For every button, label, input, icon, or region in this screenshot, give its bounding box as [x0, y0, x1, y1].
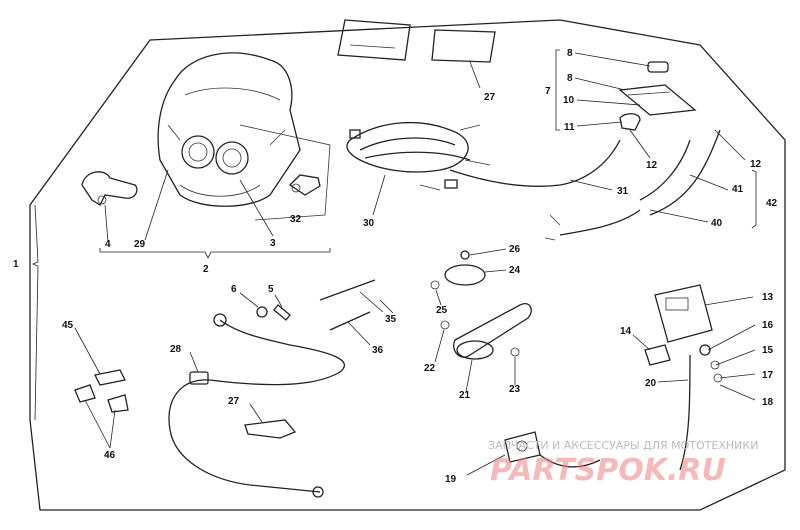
brace-42 [751, 169, 757, 229]
indicator-cluster [618, 61, 697, 131]
bracket-21 [440, 303, 532, 360]
label-27-docs: 27 [484, 92, 496, 103]
label-23: 23 [509, 384, 521, 395]
clamp-24 [430, 250, 486, 290]
label-16: 16 [762, 320, 774, 331]
label-31: 31 [617, 186, 629, 197]
bracket-27 [244, 419, 297, 439]
label-42: 42 [766, 198, 778, 209]
leader-lines [74, 52, 756, 476]
label-1: 1 [13, 259, 19, 270]
label-14: 14 [620, 326, 632, 337]
label-46: 46 [104, 450, 116, 461]
label-17: 17 [762, 370, 774, 381]
wiring-harness-30 [346, 122, 621, 191]
label-11: 11 [564, 122, 575, 133]
label-2: 2 [203, 264, 209, 275]
label-12-right: 12 [750, 159, 762, 170]
headlight-fairing [157, 52, 331, 221]
label-27-bracket: 27 [228, 396, 240, 407]
label-6: 6 [231, 284, 237, 295]
label-36: 36 [372, 345, 384, 356]
label-18: 18 [762, 397, 774, 408]
label-15: 15 [762, 345, 774, 356]
label-10: 10 [563, 95, 575, 106]
label-13: 13 [762, 292, 774, 303]
brace-1 [31, 204, 39, 421]
label-8: 8 [567, 73, 573, 84]
label-26: 26 [509, 244, 521, 255]
watermark-brand: PARTSPOK.RU [490, 453, 726, 488]
label-24: 24 [509, 265, 521, 276]
switch-19 [504, 431, 601, 468]
label-41: 41 [732, 184, 744, 195]
label-4: 4 [105, 239, 111, 250]
label-28: 28 [170, 344, 182, 355]
screws-5-6 [256, 304, 291, 321]
brace-7 [555, 49, 560, 131]
label-7: 7 [545, 86, 551, 97]
label-29: 29 [134, 239, 146, 250]
documents-27 [337, 19, 496, 63]
label-8-top: 8 [567, 48, 573, 59]
cable-ties [319, 279, 376, 331]
label-3: 3 [270, 238, 276, 249]
mount-bracket-4 [81, 171, 138, 206]
watermark-text: ЗАПЧАСТИ И АКСЕССУАРЫ ДЛЯ МОТОТЕХНИКИ [488, 439, 758, 452]
speedometer-13 [644, 284, 723, 471]
bulb-32 [288, 174, 321, 196]
cables-40-41 [544, 129, 721, 241]
clips-45-46 [74, 369, 129, 413]
label-35: 35 [385, 314, 397, 325]
label-45: 45 [62, 320, 74, 331]
diagram-boundary [29, 19, 786, 511]
label-12-left: 12 [646, 160, 658, 171]
label-30: 30 [363, 218, 375, 229]
brace-2 [99, 248, 331, 259]
label-20: 20 [645, 378, 657, 389]
speedometer-cable-28 [168, 313, 346, 498]
label-5: 5 [268, 284, 274, 295]
label-21: 21 [459, 390, 471, 401]
label-19: 19 [445, 474, 457, 485]
label-25: 25 [436, 305, 448, 316]
label-22: 22 [424, 363, 436, 374]
label-32: 32 [290, 214, 302, 225]
label-40: 40 [711, 218, 723, 229]
